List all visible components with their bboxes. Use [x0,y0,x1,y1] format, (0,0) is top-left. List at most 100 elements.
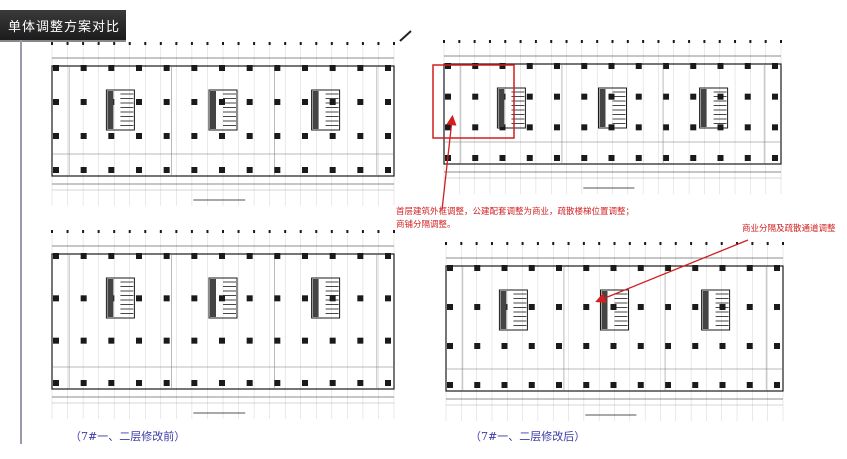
grid-tick [567,242,570,245]
grid-tick [688,40,691,43]
column [302,99,308,105]
grid-tick [659,242,662,245]
column [744,93,751,100]
grid-tick [330,42,333,45]
column [385,167,391,173]
column [329,380,336,386]
core-shaft [107,91,114,129]
grid-tick [175,230,178,233]
column [357,167,364,173]
highlight-box [432,64,515,139]
grid-tick [718,40,721,43]
grid-tick [552,242,555,245]
column [385,133,391,139]
column [246,380,253,386]
column [772,155,778,161]
column [610,304,617,310]
grid-tick [222,230,224,233]
column [274,65,281,71]
column [637,265,644,271]
column [163,295,170,302]
column [581,124,588,131]
column [302,65,308,71]
column [774,382,780,388]
column [191,337,198,344]
column [53,253,59,259]
column [274,295,281,302]
column [163,65,170,71]
grid-tick [749,40,752,43]
column [774,265,780,271]
grid-tick [674,242,677,245]
column [556,382,562,388]
column [474,382,481,388]
column [472,124,479,131]
core-shaft [312,279,319,317]
column [163,133,170,139]
column [608,124,615,131]
column [329,65,336,71]
column [608,63,615,69]
column [774,304,780,310]
column [581,63,588,69]
column [746,382,753,388]
title-bar: 单体调整方案对比 [0,10,126,42]
column [163,380,170,386]
column [302,253,308,259]
column [385,65,391,71]
column [663,63,669,69]
grid-tick [51,42,53,45]
column [80,337,87,344]
column [191,99,198,105]
column [246,167,253,173]
grid-tick [475,242,478,245]
column [635,124,642,131]
column [136,295,142,302]
column [163,167,170,173]
column [80,167,87,173]
grid-tick [613,242,616,245]
column [665,343,671,349]
column [329,133,336,139]
column [528,382,535,388]
grid-tick [144,230,147,233]
column [136,167,142,173]
grid-tick [473,40,476,43]
grid-tick [144,42,147,45]
grid-tick [490,242,493,245]
grid-tick [460,242,463,245]
grid-tick [268,230,271,233]
plan-top-right [443,40,782,194]
column [219,253,225,259]
stair-core [600,289,629,331]
column [635,93,642,100]
grid-tick [565,40,568,43]
column [302,380,308,386]
column [692,304,699,310]
column [357,253,364,259]
grid-tick [443,40,445,43]
column [357,380,364,386]
column [744,63,751,69]
stair-core [699,87,729,129]
column [526,93,533,100]
column [746,265,753,271]
grid-tick [504,40,507,43]
column [665,304,671,310]
column [526,124,533,131]
grid-tick [361,230,364,233]
column [472,155,479,161]
grid-tick [128,42,131,45]
column [219,337,225,344]
column [445,93,451,100]
stair-core [496,87,526,129]
column [163,253,170,259]
note-ground-floor: 首层建筑外框调整，公建配套调整为商业，疏散楼梯位置调整； 商铺分隔调整。 [396,206,666,232]
column [53,167,59,173]
grid-tick [657,40,660,43]
column [447,304,453,310]
grid-tick [782,242,784,245]
left-divider [20,40,22,444]
column [357,295,364,302]
column [690,93,697,100]
